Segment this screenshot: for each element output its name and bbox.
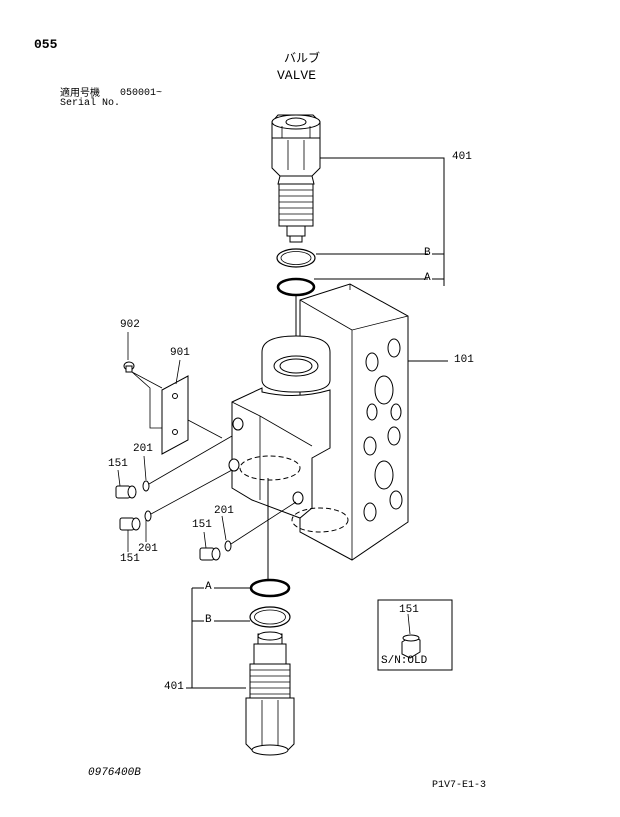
inset-caption: S/N:OLD bbox=[381, 655, 428, 667]
callout-101: 101 bbox=[454, 354, 474, 366]
serial-range: 050001~ bbox=[120, 88, 163, 99]
bottom-o-ring bbox=[249, 578, 291, 598]
plug-151-right bbox=[199, 547, 221, 561]
inset-frame bbox=[377, 599, 453, 671]
plug-151-upper bbox=[115, 485, 137, 499]
seal-201-lower bbox=[144, 510, 152, 522]
ref-b-bottom: B bbox=[205, 614, 212, 626]
seal-201-right bbox=[224, 540, 232, 552]
valve-block-body bbox=[228, 283, 409, 561]
ref-a-bottom: A bbox=[205, 581, 212, 593]
callout-401-top: 401 bbox=[452, 151, 472, 163]
callout-201-right: 201 bbox=[214, 505, 234, 517]
title-english: VALVE bbox=[277, 68, 317, 83]
cover-plate bbox=[161, 375, 189, 455]
callout-401-bottom: 401 bbox=[164, 681, 184, 693]
page-number: 055 bbox=[34, 37, 58, 52]
screw-902 bbox=[123, 361, 135, 373]
ref-b-top: B bbox=[424, 247, 431, 259]
seal-201-upper bbox=[142, 480, 150, 492]
sheet-code: P1V7-E1-3 bbox=[432, 780, 487, 791]
callout-151-right: 151 bbox=[192, 519, 212, 531]
inset-plug-old bbox=[401, 634, 421, 659]
callout-902: 902 bbox=[120, 319, 140, 331]
top-o-ring bbox=[276, 277, 316, 297]
inset-callout-151: 151 bbox=[399, 604, 419, 616]
callout-201-upper: 201 bbox=[133, 443, 153, 455]
serial-label: Serial No. bbox=[60, 98, 121, 109]
callout-151-lower: 151 bbox=[120, 553, 140, 565]
callout-201-lower: 201 bbox=[138, 543, 158, 555]
callout-151-upper: 151 bbox=[108, 458, 128, 470]
title-japanese: バルブ bbox=[284, 51, 321, 65]
ref-a-top: A bbox=[424, 272, 431, 284]
top-backup-ring bbox=[276, 248, 316, 268]
top-cartridge-valve bbox=[271, 114, 321, 243]
bottom-backup-ring bbox=[249, 606, 291, 628]
drawing-number: 0976400B bbox=[88, 767, 141, 779]
callout-901: 901 bbox=[170, 347, 190, 359]
applicable-model-label: 適用号機 bbox=[60, 88, 100, 99]
bottom-cartridge-valve bbox=[245, 631, 295, 756]
plug-151-lower bbox=[119, 517, 141, 531]
